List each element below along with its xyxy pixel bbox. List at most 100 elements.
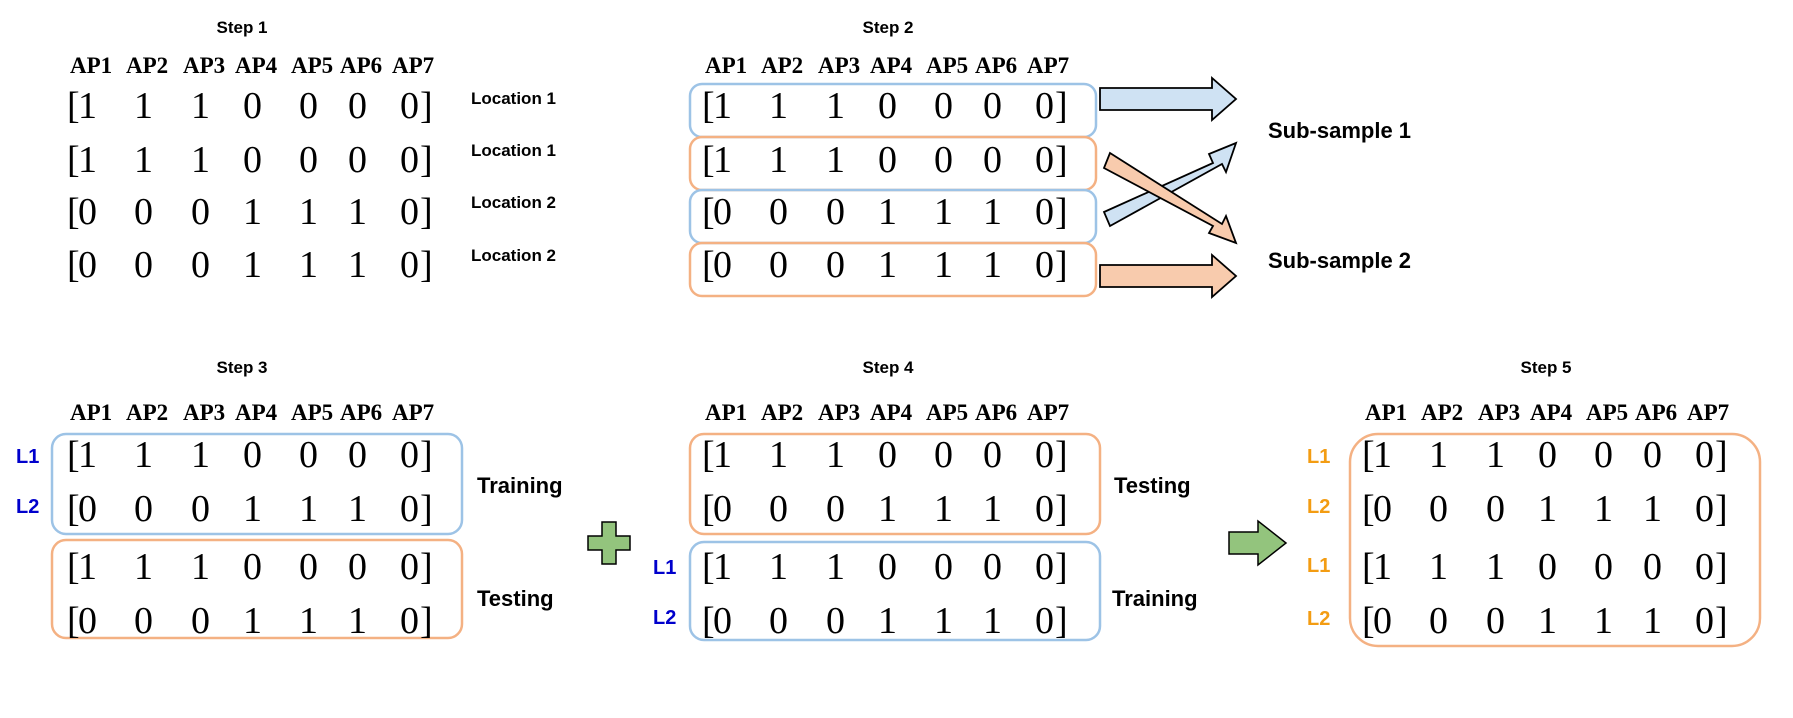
ap-header-2: AP2 [126, 400, 168, 425]
matrix-cell: 1 [826, 546, 845, 588]
matrix-cell: 0 [348, 139, 367, 181]
matrix-cell: 0 [78, 244, 97, 286]
step-4-row-label-l1: L1 [653, 557, 676, 579]
ap-header-7: AP7 [1687, 400, 1729, 425]
open-bracket: [ [702, 244, 715, 286]
matrix-cell: 0 [191, 244, 210, 286]
matrix-cell: 0 [78, 600, 97, 642]
matrix-cell: 0 [1486, 600, 1505, 642]
matrix-cell: 1 [713, 546, 732, 588]
open-bracket: [ [67, 85, 80, 127]
step-5-combined-box [1348, 432, 1762, 648]
matrix-cell: 1 [1643, 600, 1662, 642]
matrix-cell: 0 [243, 139, 262, 181]
close-bracket: ] [1055, 191, 1068, 233]
matrix-cell: 1 [191, 546, 210, 588]
matrix-cell: 1 [78, 85, 97, 127]
matrix-cell: 0 [934, 434, 953, 476]
ap-header-7: AP7 [392, 400, 434, 425]
matrix-cell: 0 [826, 488, 845, 530]
open-bracket: [ [67, 546, 80, 588]
ap-header-3: AP3 [818, 53, 860, 78]
ap-header-1: AP1 [70, 53, 112, 78]
matrix-cell: 0 [878, 85, 897, 127]
matrix-cell: 1 [769, 546, 788, 588]
matrix-cell: 0 [1035, 600, 1054, 642]
open-bracket: [ [67, 434, 80, 476]
step-2-title: Step 2 [862, 18, 913, 37]
step-4-testing-label: Testing [1114, 473, 1191, 498]
matrix-cell: 0 [769, 244, 788, 286]
matrix-cell: 1 [348, 600, 367, 642]
open-bracket: [ [67, 244, 80, 286]
arrow-row-1-to-sub-sample-1 [1099, 76, 1238, 122]
ap-header-6: AP6 [1635, 400, 1677, 425]
matrix-cell: 1 [299, 488, 318, 530]
step-1-location-label-4: Location 2 [471, 246, 556, 265]
ap-header-7: AP7 [1027, 53, 1069, 78]
matrix-cell: 0 [78, 488, 97, 530]
ap-header-2: AP2 [126, 53, 168, 78]
matrix-cell: 0 [1035, 191, 1054, 233]
matrix-cell: 1 [1538, 600, 1557, 642]
matrix-cell: 1 [134, 139, 153, 181]
matrix-cell: 1 [713, 139, 732, 181]
ap-header-4: AP4 [235, 400, 278, 425]
matrix-cell: 1 [78, 139, 97, 181]
step-3-title: Step 3 [216, 358, 267, 377]
matrix-cell: 0 [400, 488, 419, 530]
close-bracket: ] [1055, 85, 1068, 127]
matrix-cell: 0 [134, 600, 153, 642]
matrix-cell: 0 [1429, 600, 1448, 642]
matrix-cell: 0 [983, 434, 1002, 476]
step-1-location-label-3: Location 2 [471, 193, 556, 212]
matrix-cell: 1 [826, 139, 845, 181]
step-3-testing-box [50, 538, 464, 640]
step-5-row-label-3: L1 [1307, 555, 1330, 577]
matrix-cell: 0 [243, 434, 262, 476]
matrix-cell: 0 [1035, 139, 1054, 181]
matrix-cell: 0 [348, 546, 367, 588]
matrix-cell: 0 [713, 488, 732, 530]
close-bracket: ] [1715, 434, 1728, 476]
matrix-cell: 0 [983, 546, 1002, 588]
matrix-cell: 1 [713, 85, 732, 127]
matrix-cell: 0 [713, 191, 732, 233]
matrix-cell: 1 [713, 434, 732, 476]
matrix-cell: 0 [400, 139, 419, 181]
open-bracket: [ [1362, 546, 1375, 588]
matrix-cell: 1 [78, 546, 97, 588]
matrix-cell: 1 [826, 85, 845, 127]
close-bracket: ] [420, 244, 433, 286]
matrix-cell: 0 [243, 546, 262, 588]
matrix-cell: 0 [348, 85, 367, 127]
open-bracket: [ [702, 434, 715, 476]
open-bracket: [ [1362, 488, 1375, 530]
ap-header-4: AP4 [870, 53, 913, 78]
matrix-cell: 0 [1695, 600, 1714, 642]
open-bracket: [ [1362, 434, 1375, 476]
ap-header-1: AP1 [1365, 400, 1407, 425]
ap-header-4: AP4 [235, 53, 278, 78]
arrow-row-2-to-sub-sample-2 [1102, 151, 1238, 245]
step-4-testing-box [688, 432, 1102, 536]
matrix-cell: 0 [400, 85, 419, 127]
step-3-training-box [50, 432, 464, 536]
close-bracket: ] [1055, 244, 1068, 286]
matrix-cell: 1 [1594, 488, 1613, 530]
matrix-cell: 1 [78, 434, 97, 476]
matrix-cell: 1 [983, 488, 1002, 530]
matrix-cell: 0 [299, 85, 318, 127]
open-bracket: [ [702, 139, 715, 181]
matrix-cell: 0 [769, 191, 788, 233]
close-bracket: ] [420, 546, 433, 588]
